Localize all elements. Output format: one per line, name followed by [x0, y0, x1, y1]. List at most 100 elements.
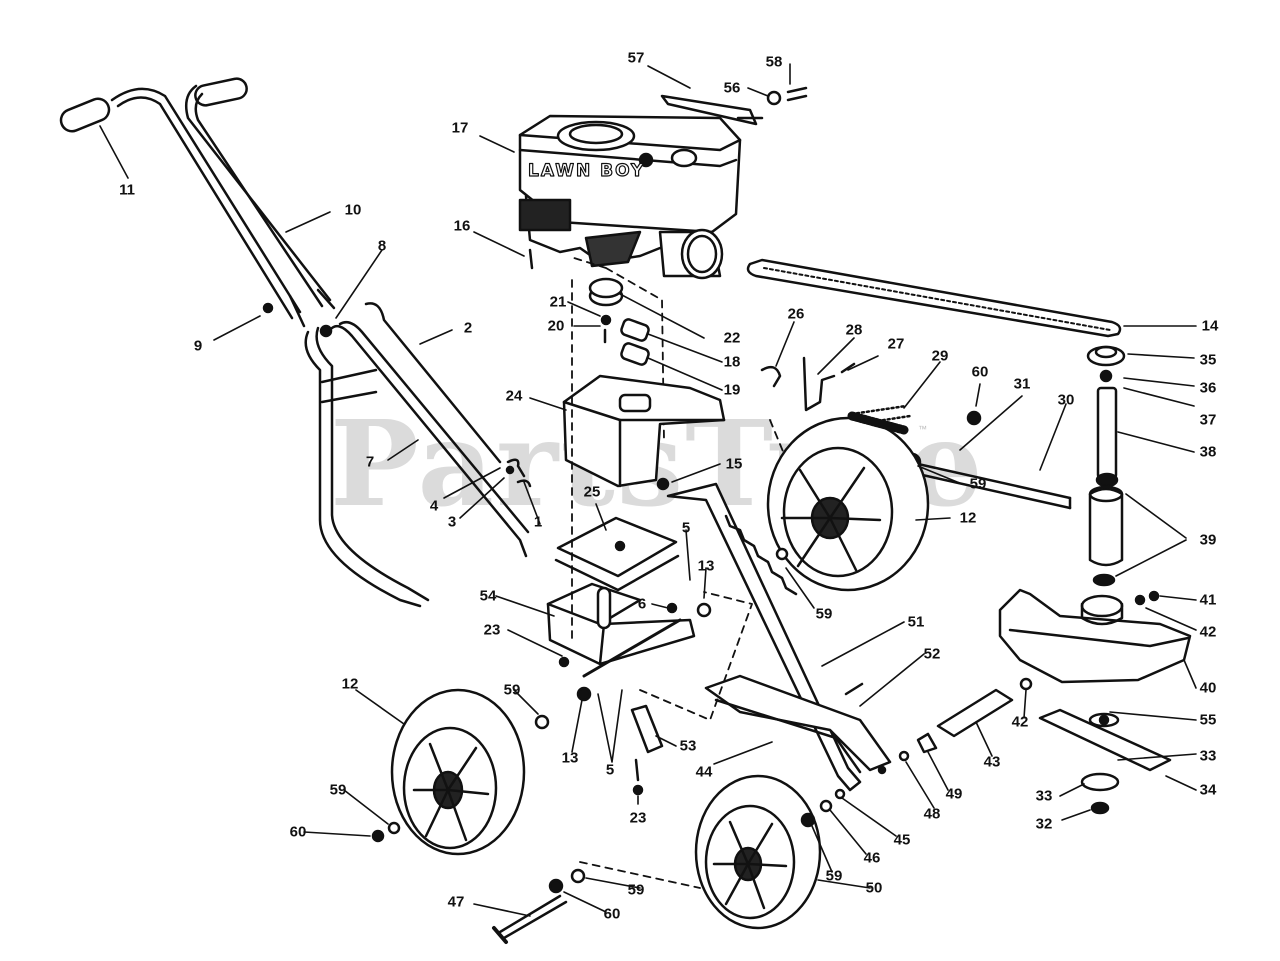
callout-36: 36	[1199, 379, 1217, 397]
bracket-53	[630, 704, 664, 796]
callout-2: 2	[463, 319, 473, 337]
callout-34: 34	[1199, 781, 1217, 799]
callout-3: 3	[447, 513, 457, 531]
bolt-47	[492, 868, 586, 944]
callout-40: 40	[1199, 679, 1217, 697]
callout-56: 56	[723, 79, 741, 97]
handle-grips	[59, 77, 248, 133]
callout-44: 44	[695, 763, 713, 781]
callout-11: 11	[119, 181, 135, 199]
callout-25: 25	[583, 483, 601, 501]
callout-38: 38	[1199, 443, 1217, 461]
callout-59-left: 59	[503, 681, 521, 699]
callout-59-left-hub: 59	[329, 781, 347, 799]
callout-32: 32	[1035, 815, 1053, 833]
callout-22: 22	[723, 329, 741, 347]
callout-8: 8	[377, 237, 387, 255]
callout-58: 58	[765, 53, 783, 71]
callout-60-bolt: 60	[603, 905, 621, 923]
callout-33-upper: 33	[1199, 747, 1217, 765]
callout-9: 9	[193, 337, 203, 355]
callout-20: 20	[547, 317, 565, 335]
callout-48: 48	[923, 805, 941, 823]
callout-53: 53	[679, 737, 697, 755]
engine: LAWN BOY	[518, 114, 742, 280]
callout-50: 50	[865, 879, 883, 897]
spindle-parts	[1086, 345, 1126, 587]
callout-23-upper: 23	[483, 621, 501, 639]
callout-5-lower: 5	[605, 761, 615, 779]
callout-leaders	[99, 63, 1197, 917]
axle-support-44	[704, 674, 892, 775]
callout-19: 19	[723, 381, 741, 399]
callout-31: 31	[1013, 375, 1031, 393]
callout-16: 16	[453, 217, 471, 235]
callout-42-lower: 42	[1011, 713, 1029, 731]
callout-54: 54	[479, 587, 497, 605]
wheel-left	[371, 686, 592, 856]
spring-29	[847, 411, 909, 435]
callout-1: 1	[533, 513, 543, 531]
callout-52: 52	[923, 645, 941, 663]
callout-41: 41	[1199, 591, 1217, 609]
engine-bracket-57	[660, 86, 808, 126]
blade-housing-40	[998, 588, 1192, 684]
callout-60-upper: 60	[971, 363, 989, 381]
callout-17: 17	[451, 119, 469, 137]
callout-59-mid: 59	[815, 605, 833, 623]
callout-5-upper: 5	[681, 519, 691, 537]
callout-47: 47	[447, 893, 465, 911]
callout-18: 18	[723, 353, 741, 371]
blade-arm-43	[898, 677, 1033, 762]
callout-35: 35	[1199, 351, 1217, 369]
callout-12-upper: 12	[959, 509, 977, 527]
callout-13-lower: 13	[561, 749, 579, 767]
callout-6: 6	[637, 595, 647, 613]
callout-12-left: 12	[341, 675, 359, 693]
callout-10: 10	[344, 201, 362, 219]
upper-handle	[110, 84, 336, 328]
engine-brand-text: LAWN BOY	[528, 161, 645, 181]
callout-49: 49	[945, 785, 963, 803]
wheel-lower	[694, 774, 846, 930]
callout-24: 24	[505, 387, 523, 405]
callout-60-left: 60	[289, 823, 307, 841]
callout-13-upper: 13	[697, 557, 715, 575]
mount-bracket-54	[546, 582, 712, 678]
callout-27: 27	[887, 335, 905, 353]
small-parts-handle	[262, 302, 532, 488]
plate-25	[554, 516, 680, 592]
callout-26: 26	[787, 305, 805, 323]
callout-21: 21	[549, 293, 567, 311]
callout-55: 55	[1199, 711, 1217, 729]
watermark-trademark: ™	[918, 424, 927, 434]
callout-7: 7	[365, 453, 375, 471]
lower-handle	[304, 302, 530, 608]
callout-43: 43	[983, 753, 1001, 771]
callout-4: 4	[429, 497, 439, 515]
callout-59-lower-hub: 59	[825, 867, 843, 885]
callout-33-lower: 33	[1035, 787, 1053, 805]
blade-34	[1038, 708, 1172, 815]
callout-23-lower: 23	[629, 809, 647, 827]
callout-29: 29	[931, 347, 949, 365]
callout-42-upper: 42	[1199, 623, 1217, 641]
callout-14: 14	[1201, 317, 1219, 335]
callout-45: 45	[893, 831, 911, 849]
callout-37: 37	[1199, 411, 1217, 429]
callout-46: 46	[863, 849, 881, 867]
engine-deck-24	[562, 374, 726, 491]
engine-mount-hardware	[528, 248, 665, 441]
callout-28: 28	[845, 321, 863, 339]
callout-30: 30	[1057, 391, 1075, 409]
belt-14	[746, 258, 1122, 338]
callout-59-upper: 59	[969, 475, 987, 493]
callout-51: 51	[907, 613, 925, 631]
callout-57: 57	[627, 49, 645, 67]
wheel-upper-right	[766, 416, 930, 592]
callout-59-bolt: 59	[627, 881, 645, 899]
callout-39: 39	[1199, 531, 1217, 549]
callout-15: 15	[725, 455, 743, 473]
